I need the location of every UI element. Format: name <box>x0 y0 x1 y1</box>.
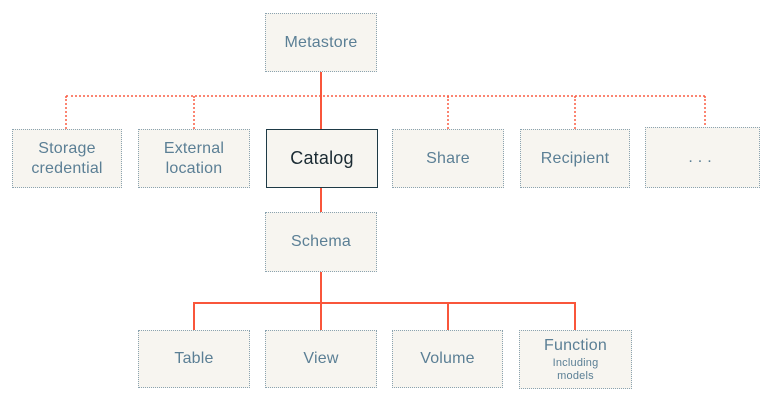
node-function: Function Including models <box>519 330 632 389</box>
node-table: Table <box>138 330 250 388</box>
connector-catalog-schema <box>320 188 322 212</box>
node-ellipsis-label: ... <box>688 148 717 166</box>
node-external-location: External location <box>138 129 250 188</box>
connector-dotted-recipient <box>574 96 576 129</box>
connector-schema-down <box>320 272 322 302</box>
node-schema: Schema <box>265 212 377 272</box>
node-share-label: Share <box>426 149 470 167</box>
connector-drop-function <box>574 303 576 330</box>
node-external-location-label: External location <box>163 139 225 177</box>
node-volume-label: Volume <box>420 350 475 367</box>
connector-drop-volume <box>447 303 449 330</box>
node-schema-label: Schema <box>291 233 351 250</box>
node-view: View <box>265 330 377 388</box>
node-catalog: Catalog <box>266 129 378 188</box>
node-storage-credential-label: Storage credential <box>31 139 103 177</box>
connector-dotted-share <box>447 96 449 129</box>
node-recipient-label: Recipient <box>540 149 610 167</box>
connector-metastore-catalog <box>320 72 322 129</box>
node-view-label: View <box>303 350 339 367</box>
node-metastore-label: Metastore <box>284 33 358 51</box>
node-function-label: Function <box>544 336 607 354</box>
connector-drop-view <box>320 303 322 330</box>
connector-dotted-storage-credential <box>65 96 67 129</box>
connector-dotted-ellipsis <box>704 96 706 129</box>
node-share: Share <box>392 129 504 188</box>
node-table-label: Table <box>174 350 214 367</box>
node-volume: Volume <box>392 330 503 388</box>
node-ellipsis: ... <box>645 127 760 188</box>
connector-dotted-external-location <box>193 96 195 129</box>
connector-bottom-horizontal <box>193 302 576 304</box>
node-function-sublabel: Including models <box>552 356 599 382</box>
node-recipient: Recipient <box>520 129 630 188</box>
node-storage-credential: Storage credential <box>12 129 122 188</box>
connector-drop-table <box>193 303 195 330</box>
node-catalog-label: Catalog <box>290 148 354 169</box>
connector-dotted-horizontal <box>66 95 705 97</box>
node-metastore: Metastore <box>265 13 377 72</box>
